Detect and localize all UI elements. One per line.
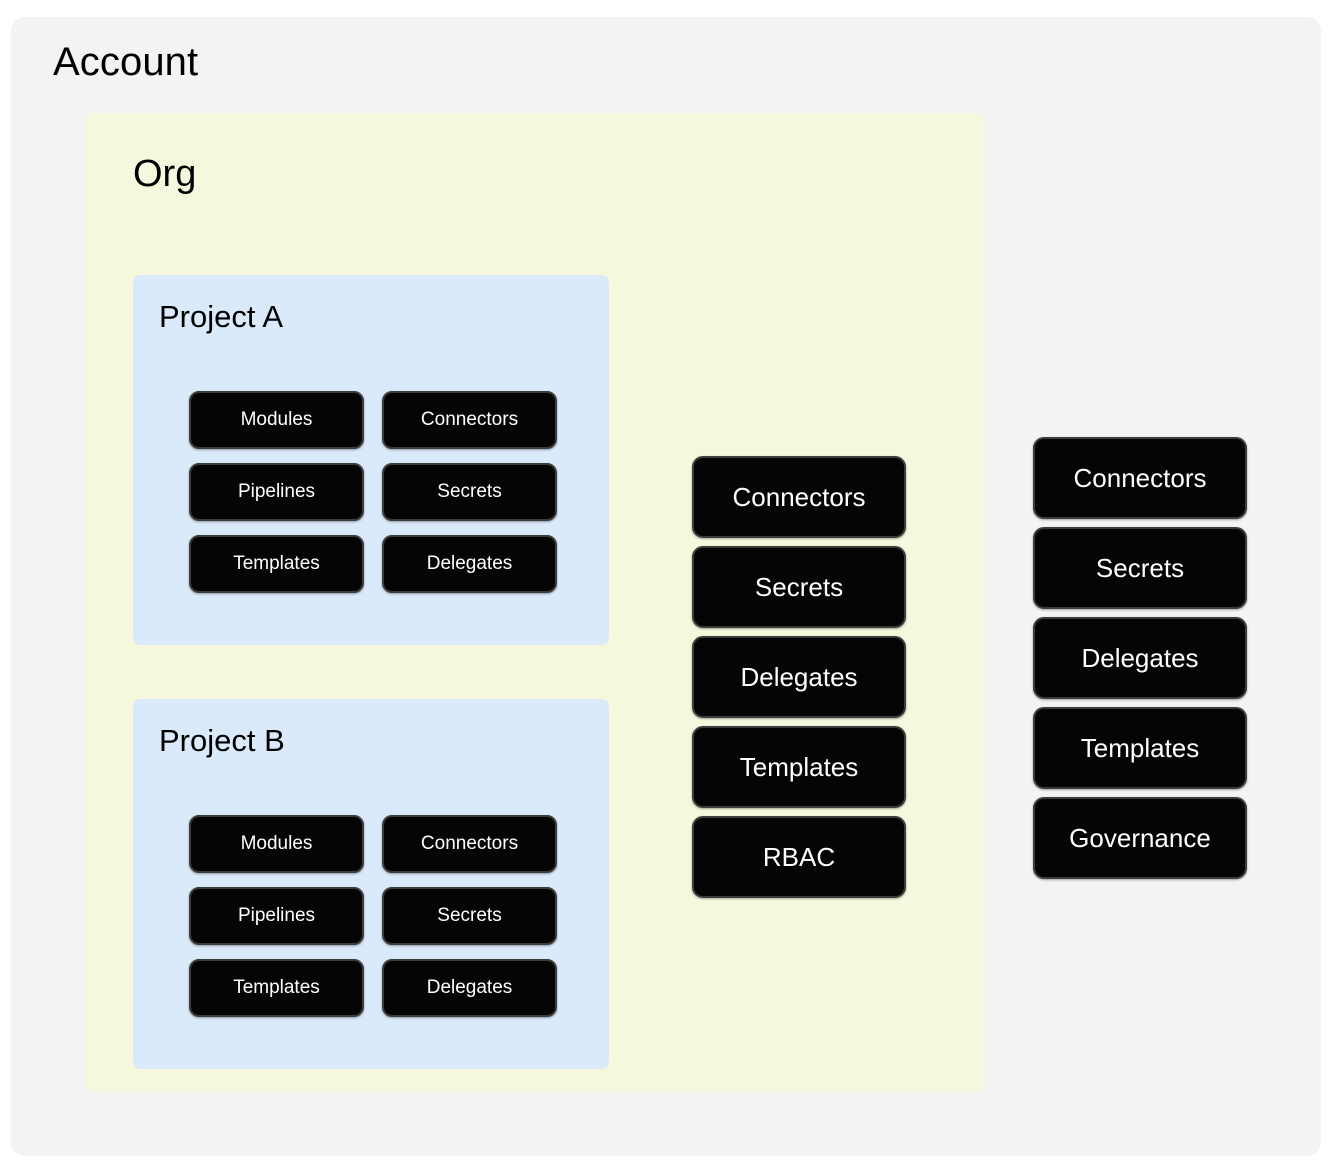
- account-chip-governance[interactable]: Governance: [1033, 797, 1247, 879]
- project-b-title: Project B: [159, 723, 285, 758]
- account-chip-delegates[interactable]: Delegates: [1033, 617, 1247, 699]
- account-container: Account Org Project A Modules Connectors…: [11, 17, 1321, 1156]
- org-container: Org Project A Modules Connectors Pipelin…: [85, 113, 984, 1092]
- org-chip-delegates[interactable]: Delegates: [692, 636, 906, 718]
- project-card-a: Project A Modules Connectors Pipelines S…: [133, 275, 609, 645]
- project-b-chip-templates[interactable]: Templates: [189, 959, 364, 1017]
- project-b-chip-modules[interactable]: Modules: [189, 815, 364, 873]
- project-b-chip-secrets[interactable]: Secrets: [382, 887, 557, 945]
- project-a-chip-connectors[interactable]: Connectors: [382, 391, 557, 449]
- project-a-chip-delegates[interactable]: Delegates: [382, 535, 557, 593]
- account-chip-templates[interactable]: Templates: [1033, 707, 1247, 789]
- org-title: Org: [133, 153, 197, 195]
- org-chip-rbac[interactable]: RBAC: [692, 816, 906, 898]
- project-a-chip-modules[interactable]: Modules: [189, 391, 364, 449]
- account-chip-connectors[interactable]: Connectors: [1033, 437, 1247, 519]
- account-chip-secrets[interactable]: Secrets: [1033, 527, 1247, 609]
- project-b-chip-connectors[interactable]: Connectors: [382, 815, 557, 873]
- project-card-b: Project B Modules Connectors Pipelines S…: [133, 699, 609, 1069]
- project-b-chip-pipelines[interactable]: Pipelines: [189, 887, 364, 945]
- org-chip-templates[interactable]: Templates: [692, 726, 906, 808]
- project-a-title: Project A: [159, 299, 284, 334]
- org-chip-secrets[interactable]: Secrets: [692, 546, 906, 628]
- project-b-chip-delegates[interactable]: Delegates: [382, 959, 557, 1017]
- org-resource-column: Connectors Secrets Delegates Templates R…: [692, 456, 906, 898]
- org-chip-connectors[interactable]: Connectors: [692, 456, 906, 538]
- project-a-chip-pipelines[interactable]: Pipelines: [189, 463, 364, 521]
- project-a-chip-templates[interactable]: Templates: [189, 535, 364, 593]
- project-a-resource-grid: Modules Connectors Pipelines Secrets Tem…: [189, 391, 557, 593]
- account-title: Account: [53, 40, 199, 84]
- account-resource-column: Connectors Secrets Delegates Templates G…: [1033, 437, 1247, 879]
- project-b-resource-grid: Modules Connectors Pipelines Secrets Tem…: [189, 815, 557, 1017]
- project-a-chip-secrets[interactable]: Secrets: [382, 463, 557, 521]
